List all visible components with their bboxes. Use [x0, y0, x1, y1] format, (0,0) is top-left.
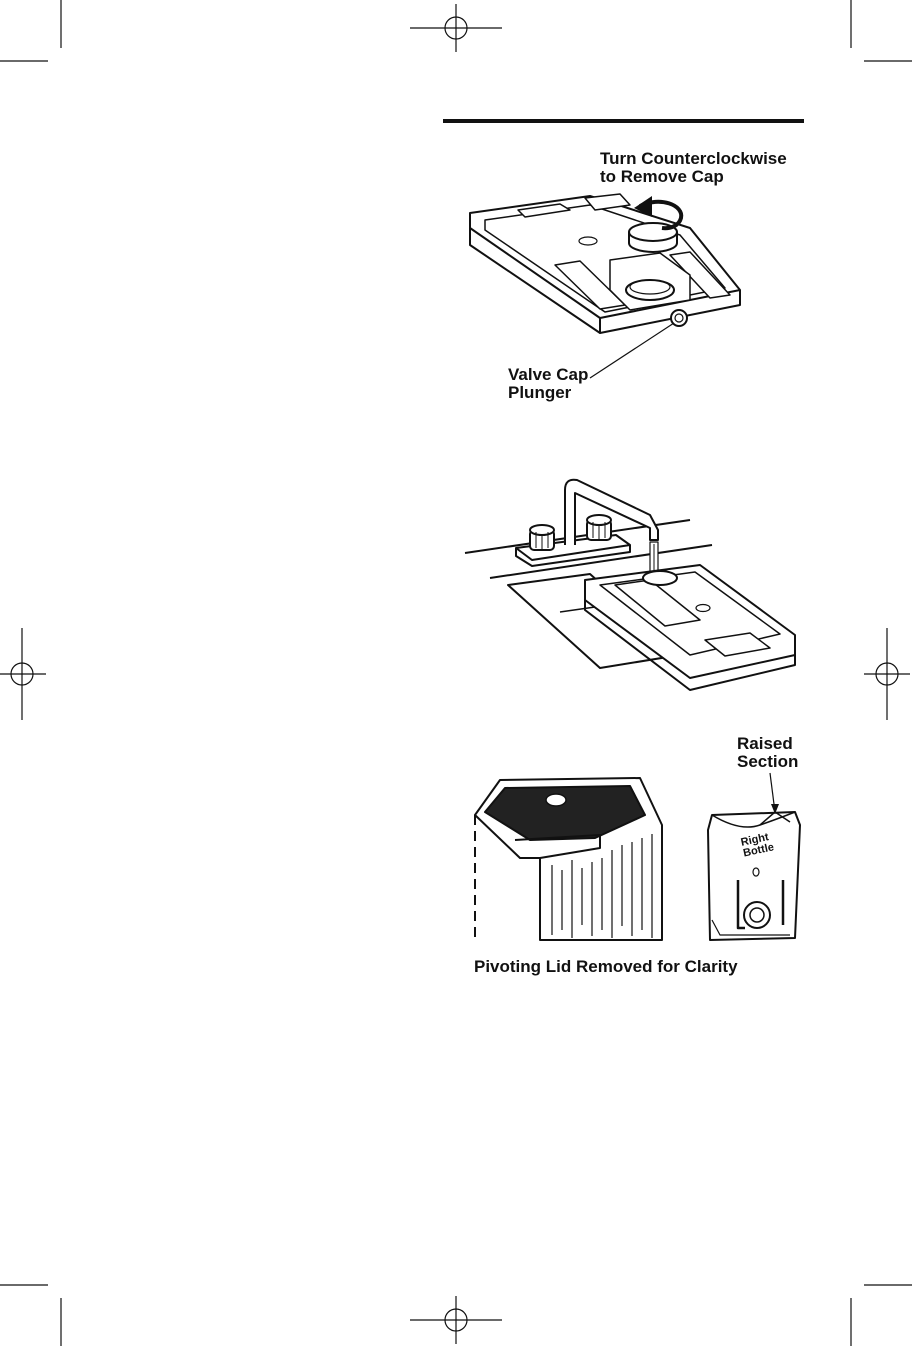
bottle-valve-icon: [744, 902, 770, 928]
raised-section-label: Raised Section: [737, 735, 798, 771]
figure-caption: Pivoting Lid Removed for Clarity: [474, 958, 738, 976]
